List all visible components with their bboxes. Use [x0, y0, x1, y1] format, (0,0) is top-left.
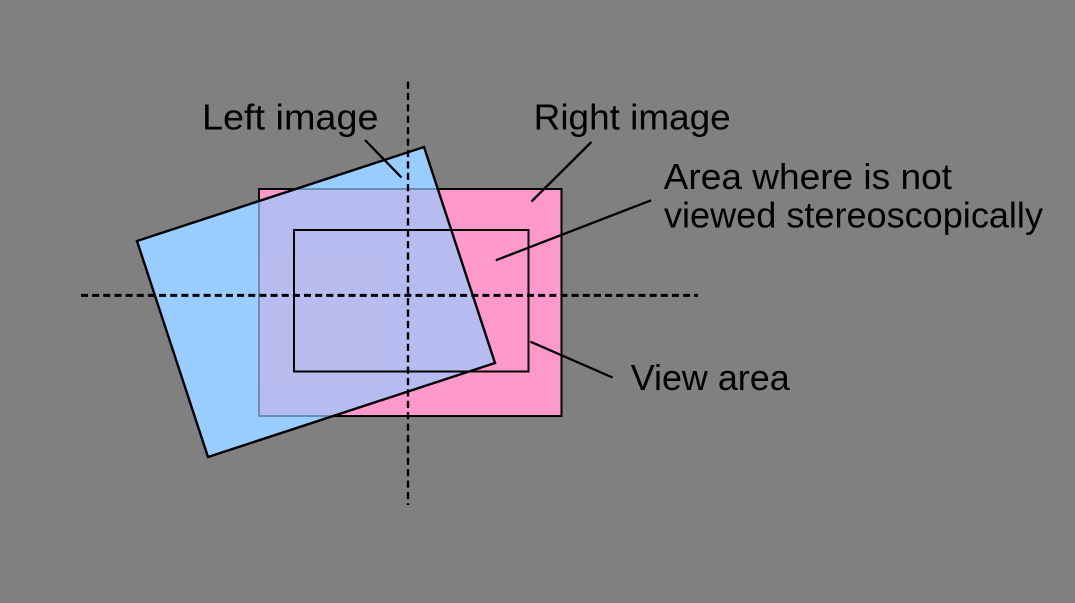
svg-text:View area: View area: [631, 357, 791, 398]
svg-text:Left image: Left image: [202, 97, 379, 138]
svg-text:Area where is not: Area where is not: [664, 156, 952, 197]
svg-text:viewed stereoscopically: viewed stereoscopically: [664, 195, 1043, 236]
svg-text:Right image: Right image: [534, 97, 731, 138]
